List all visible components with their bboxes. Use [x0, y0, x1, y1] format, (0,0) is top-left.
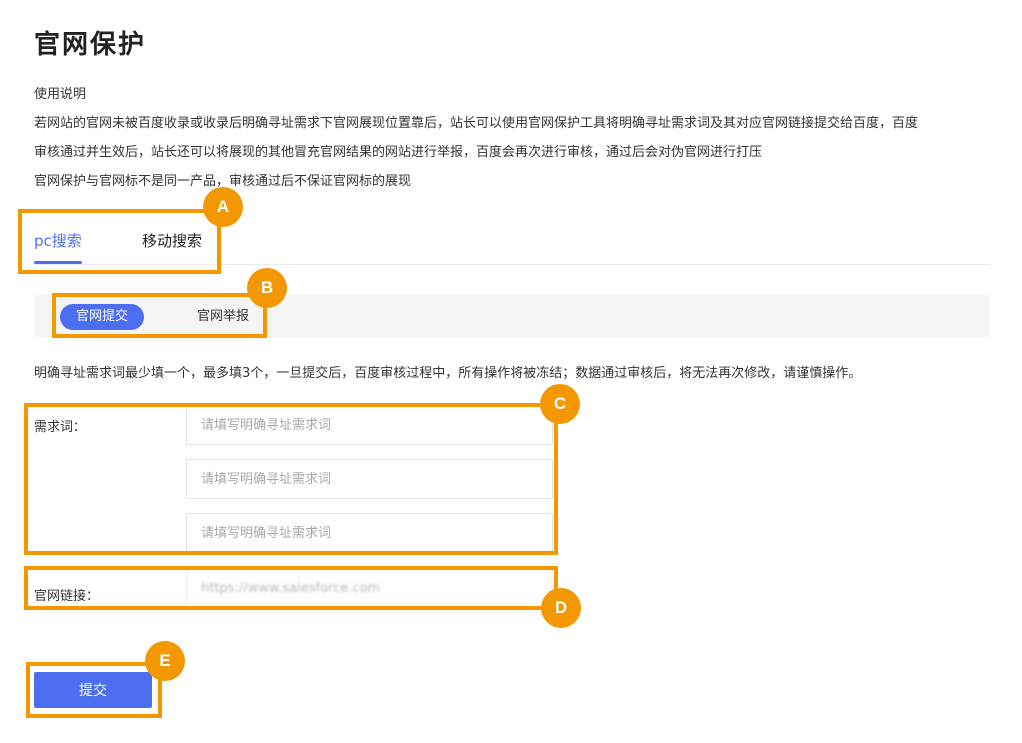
tab-pc-search[interactable]: pc搜索 [34, 232, 82, 250]
callout-badge-e: E [145, 641, 185, 681]
search-type-tabs: pc搜索 移动搜索 [34, 222, 990, 265]
usage-instructions: 使用说明 若网站的官网未被百度收录或收录后明确寻址需求下官网展现位置靠后，站长可… [34, 80, 1004, 196]
official-link-label: 官网链接： [34, 589, 100, 604]
callout-badge-a: A [203, 187, 243, 227]
callout-badge-c: C [540, 384, 580, 424]
keyword-label: 需求词： [34, 420, 87, 435]
subtab-official-report[interactable]: 官网举报 [197, 309, 250, 324]
instructions-line: 审核通过并生效后，站长还可以将展现的其他冒充官网结果的网站进行举报，百度会再次进… [34, 145, 763, 160]
keyword-input-2[interactable] [186, 459, 553, 499]
instructions-heading: 使用说明 [34, 87, 87, 102]
keyword-input-3[interactable] [186, 513, 553, 553]
subtab-official-submit[interactable]: 官网提交 [60, 304, 144, 330]
submission-notice: 明确寻址需求词最少填一个，最多填3个，一旦提交后，百度审核过程中，所有操作将被冻… [34, 366, 862, 381]
instructions-line: 若网站的官网未被百度收录或收录后明确寻址需求下官网展现位置靠后，站长可以使用官网… [34, 116, 919, 131]
tab-mobile-search[interactable]: 移动搜索 [142, 232, 203, 250]
keyword-input-1[interactable] [186, 405, 553, 445]
official-link-input[interactable] [186, 568, 553, 608]
action-subtabs: 官网提交 官网举报 [34, 295, 990, 337]
active-tab-indicator [34, 261, 82, 264]
page-title: 官网保护 [34, 30, 147, 60]
instructions-line: 官网保护与官网标不是同一产品，审核通过后不保证官网标的展现 [34, 174, 412, 189]
submit-button[interactable]: 提交 [34, 672, 152, 708]
callout-badge-b: B [247, 268, 287, 308]
callout-badge-d: D [541, 588, 581, 628]
